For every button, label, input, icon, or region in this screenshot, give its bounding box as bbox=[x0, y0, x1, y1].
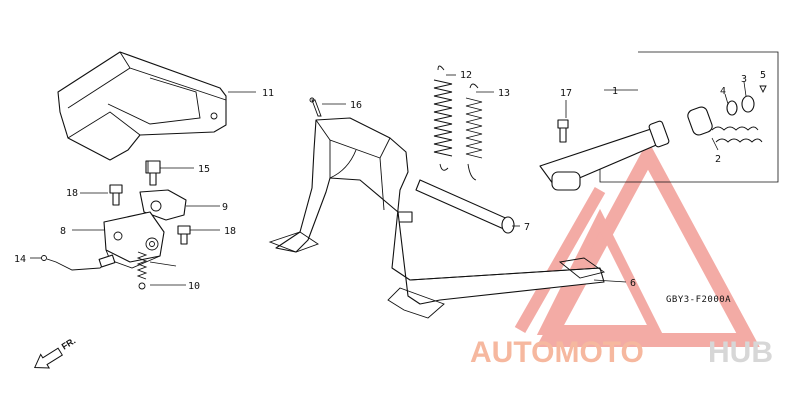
leader-lines bbox=[30, 74, 747, 286]
label-16: 16 bbox=[350, 100, 362, 111]
part-14-cable bbox=[41, 254, 116, 271]
arrow-icon bbox=[33, 347, 63, 369]
part-1-assembly-box bbox=[539, 51, 779, 191]
label-10: 10 bbox=[188, 281, 200, 292]
watermark-part1: AUTOMOTO bbox=[470, 336, 644, 369]
part-18-bolt-lower bbox=[177, 225, 191, 245]
label-3: 3 bbox=[741, 74, 747, 85]
label-4: 4 bbox=[720, 86, 726, 97]
part-11-cover bbox=[57, 51, 227, 161]
label-12: 12 bbox=[460, 70, 472, 81]
label-8: 8 bbox=[60, 226, 66, 237]
part-13-spring bbox=[465, 83, 483, 181]
part-9-plate bbox=[139, 189, 187, 221]
label-6: 6 bbox=[630, 278, 636, 289]
label-17: 17 bbox=[560, 88, 572, 99]
watermark-part2: HUB bbox=[708, 336, 773, 369]
part-17-bolt bbox=[557, 119, 569, 143]
label-14: 14 bbox=[14, 254, 26, 265]
diagram-code: GBY3-F2000A bbox=[666, 295, 731, 305]
front-label: FR. bbox=[60, 336, 78, 352]
front-direction-marker: FR. bbox=[33, 336, 78, 369]
label-18-lower: 18 bbox=[224, 226, 236, 237]
part-16-pin bbox=[309, 97, 322, 117]
label-1: 1 bbox=[612, 86, 618, 97]
label-18-upper: 18 bbox=[66, 188, 78, 199]
part-8-bracket bbox=[103, 211, 165, 269]
part-labels: 11 15 18 9 8 18 10 14 16 12 13 7 17 1 4 … bbox=[14, 70, 766, 292]
label-7: 7 bbox=[524, 222, 530, 233]
part-10-spring bbox=[136, 251, 148, 290]
label-2: 2 bbox=[715, 154, 721, 165]
part-7-shaft bbox=[397, 179, 515, 234]
label-5: 5 bbox=[760, 70, 766, 81]
watermark-text: AUTOMOTO HUB bbox=[470, 336, 773, 369]
label-13: 13 bbox=[498, 88, 510, 99]
label-9: 9 bbox=[222, 202, 228, 213]
label-15: 15 bbox=[198, 164, 210, 175]
part-15-bolt bbox=[145, 160, 161, 186]
part-18-bolt-upper bbox=[109, 184, 123, 206]
label-11: 11 bbox=[262, 88, 274, 99]
part-12-spring bbox=[433, 65, 453, 171]
main-stand bbox=[268, 117, 606, 319]
